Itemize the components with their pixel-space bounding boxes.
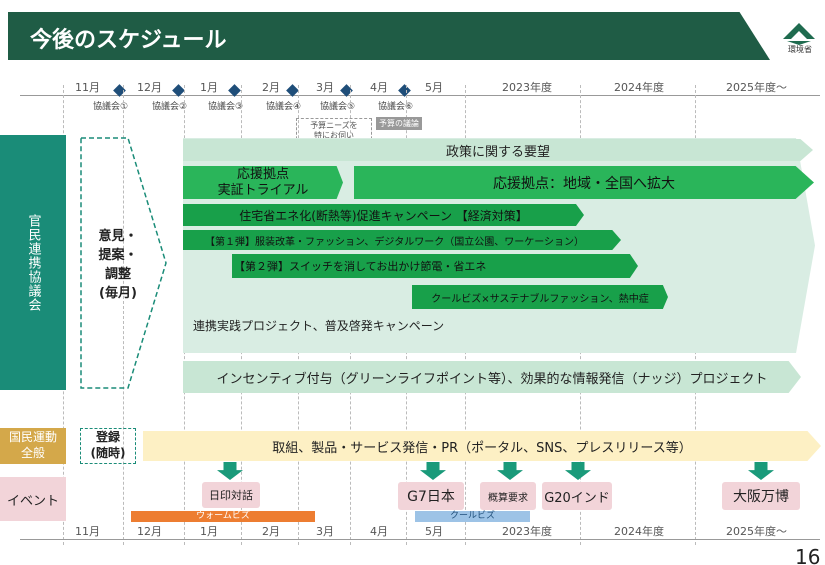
- register-box: 登録 (随時): [80, 428, 136, 464]
- hub-trial-label: 応援拠点 実証トライアル: [217, 166, 309, 198]
- collab-projects-label: 連携実践プロジェクト、普及啓発キャンペーン: [193, 319, 445, 333]
- warm-biz-bar: ウォームビズ: [131, 511, 315, 522]
- cool-biz-bar: クールビズ: [415, 511, 530, 522]
- ministry-of-environment-logo-icon: [783, 23, 815, 45]
- campaign-main-arrow: 住宅省エネ化(断熱等)促進キャンペーン 【経済対策】: [183, 204, 584, 226]
- event-g7-japan: G7日本: [398, 482, 464, 510]
- month-label-bottom-5: 4月: [370, 525, 388, 538]
- hub-expand-arrow: 応援拠点：地域・全国へ拡大: [354, 166, 814, 199]
- month-label-bottom-8: 2024年度: [614, 525, 664, 538]
- event-arrow-g7: [420, 462, 446, 480]
- campaign-1-label: 【第１弾】服装改革・ファッション、デジタルワーク（国立公園、ワーケーション）: [205, 236, 584, 248]
- month-label-top-3: 2月: [262, 81, 280, 94]
- event-arrow-osaka-expo: [748, 462, 774, 480]
- campaign-1-arrow: 【第１弾】服装改革・ファッション、デジタルワーク（国立公園、ワーケーション）: [183, 230, 621, 250]
- events-label: イベント: [0, 477, 66, 521]
- month-label-bottom-4: 3月: [316, 525, 334, 538]
- meeting-label: 協議会③: [208, 102, 244, 112]
- header-bar: [8, 12, 770, 60]
- month-label-bottom-9: 2025年度～: [726, 525, 787, 538]
- meeting-label: 協議会⑤: [320, 102, 356, 112]
- opinion-chevron: [80, 137, 167, 389]
- event-osaka-expo: 大阪万博: [722, 482, 800, 510]
- campaign-3-arrow: クールビズ×サステナブルファッション、熱中症: [412, 285, 668, 309]
- month-label-top-2: 1月: [200, 81, 218, 94]
- timeline-axis-top: [20, 95, 820, 96]
- month-label-top-4: 3月: [316, 81, 334, 94]
- policy-request-label: 政策に関する要望: [445, 144, 550, 160]
- month-label-top-1: 12月: [137, 81, 162, 94]
- page-title: 今後のスケジュール: [30, 28, 227, 53]
- national-content-arrow: 取組、製品・サービス発信・PR（ポータル、SNS、プレスリリース等）: [143, 431, 821, 461]
- hub-expand-label: 応援拠点：地域・全国へ拡大: [493, 175, 675, 192]
- campaign-main-label: 住宅省エネ化(断熱等)促進キャンペーン 【経済対策】: [239, 208, 528, 223]
- policy-request-arrow: 政策に関する要望: [183, 139, 813, 161]
- month-label-top-9: 2025年度～: [726, 81, 787, 94]
- meeting-label: 協議会⑥: [378, 102, 414, 112]
- campaign-2-arrow: 【第２弾】スイッチを消してお出かけ節電・省エネ: [232, 254, 638, 278]
- timeline-axis-bottom: [20, 539, 820, 540]
- incentive-arrow: インセンティブ付与（グリーンライフポイント等）、効果的な情報発信（ナッジ）プロジ…: [183, 361, 801, 393]
- meeting-label: 協議会①: [93, 102, 129, 112]
- campaign-3-label: クールビズ×サステナブルファッション、熱中症: [431, 293, 649, 305]
- month-label-top-6: 5月: [425, 81, 443, 94]
- month-label-top-8: 2024年度: [614, 81, 664, 94]
- hub-trial-arrow: 応援拠点 実証トライアル: [183, 166, 343, 199]
- event-arrow-india-dialogue: [217, 462, 243, 480]
- meeting-label: 協議会④: [266, 102, 302, 112]
- event-arrow-g20: [565, 462, 591, 480]
- month-label-bottom-1: 12月: [137, 525, 162, 538]
- event-budget-request: 概算要求: [480, 482, 536, 510]
- meeting-label: 協議会②: [152, 102, 188, 112]
- event-india-dialogue: 日印対話: [202, 482, 260, 508]
- incentive-label: インセンティブ付与（グリーンライフポイント等）、効果的な情報発信（ナッジ）プロジ…: [216, 371, 768, 387]
- event-g20-india: G20インド: [542, 482, 612, 510]
- month-label-top-0: 11月: [75, 81, 100, 94]
- campaign-2-label: 【第２弾】スイッチを消してお出かけ節電・省エネ: [234, 260, 487, 273]
- month-label-top-5: 4月: [370, 81, 388, 94]
- month-label-bottom-2: 1月: [200, 525, 218, 538]
- month-label-bottom-6: 5月: [425, 525, 443, 538]
- month-label-bottom-0: 11月: [75, 525, 100, 538]
- page-number: 16: [795, 545, 821, 565]
- month-label-bottom-7: 2023年度: [502, 525, 552, 538]
- budget-note-text: 予算ニーズを 特にお伺い: [310, 121, 358, 141]
- opinion-text: 意見・ 提案・ 調整 (毎月): [98, 229, 138, 301]
- logo-label: 環境省: [788, 45, 812, 54]
- national-content-label: 取組、製品・サービス発信・PR（ポータル、SNS、プレスリリース等）: [272, 440, 692, 456]
- national-movement-label: 国民運動 全般: [0, 428, 66, 464]
- budget-tag: 予算の議論: [376, 117, 422, 130]
- month-label-bottom-3: 2月: [262, 525, 280, 538]
- event-arrow-budget-request: [497, 462, 523, 480]
- month-label-top-7: 2023年度: [502, 81, 552, 94]
- side-label-public-private: 官民連携協議会: [0, 135, 66, 390]
- grid-line: [123, 85, 124, 545]
